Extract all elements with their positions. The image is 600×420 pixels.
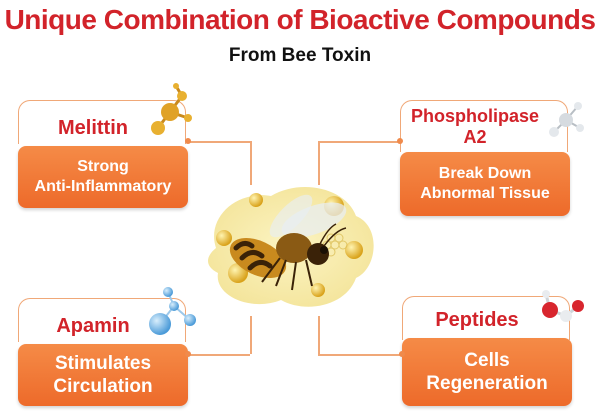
compound-benefit-box: Stimulates Circulation (18, 344, 188, 406)
connector-line (250, 316, 252, 354)
compound-benefit-line: Anti-Inflammatory (34, 178, 172, 195)
molecule-gold-icon (151, 83, 192, 135)
honey-drop (216, 230, 232, 246)
honeycomb-pattern (322, 233, 348, 257)
compound-card-peptides: Peptides Cells Regeneration (402, 296, 572, 408)
molecule-red-icon (542, 290, 584, 322)
compound-card-phospholipase-a2: Phospholipase A2 Break Down Abnormal Tis… (400, 100, 570, 216)
connector-line (318, 141, 400, 143)
compound-name-line: A2 (463, 127, 487, 147)
page-subtitle: From Bee Toxin (228, 45, 372, 66)
compound-benefit-line: Break Down (438, 165, 532, 182)
connector-line (318, 354, 402, 356)
honey-drop (345, 241, 363, 259)
bee-icon (229, 194, 347, 291)
bee-honey-illustration (208, 186, 374, 307)
compound-benefit-box: Strong Anti-Inflammatory (18, 146, 188, 208)
connector-dot (185, 351, 191, 357)
compound-name-box (400, 100, 568, 152)
compound-benefit-line: Stimulates (54, 353, 152, 374)
compound-name: Melittin (58, 117, 128, 139)
honey-drop (311, 283, 325, 297)
connector-line (318, 141, 320, 185)
compound-benefit-box: Break Down Abnormal Tissue (400, 152, 570, 216)
connector-line (188, 354, 250, 356)
compound-benefit-line: Abnormal Tissue (420, 185, 550, 202)
compound-benefit-line: Circulation (53, 376, 153, 397)
connector-line (188, 141, 250, 143)
connector-dot (185, 138, 191, 144)
page-title: Unique Combination of Bioactive Compound… (4, 4, 596, 35)
compound-benefit-box: Cells Regeneration (402, 338, 572, 406)
compound-name-box (402, 296, 570, 340)
honey-drop (249, 193, 263, 207)
compound-benefit-line: Cells (464, 350, 510, 371)
connector-dot (397, 138, 403, 144)
compound-name: Peptides (435, 309, 519, 331)
connector-line (318, 316, 320, 354)
compound-name: Phospholipase A2 (400, 106, 550, 148)
molecule-silver-icon (549, 102, 584, 137)
connector-dot (399, 351, 405, 357)
compound-benefit-line: Strong (77, 158, 129, 175)
compound-name-line: Phospholipase (410, 106, 540, 126)
connector-line (250, 141, 252, 185)
molecule-blue-icon (149, 287, 196, 335)
compound-benefit-line: Regeneration (426, 373, 548, 394)
compound-name: Apamin (56, 315, 130, 337)
